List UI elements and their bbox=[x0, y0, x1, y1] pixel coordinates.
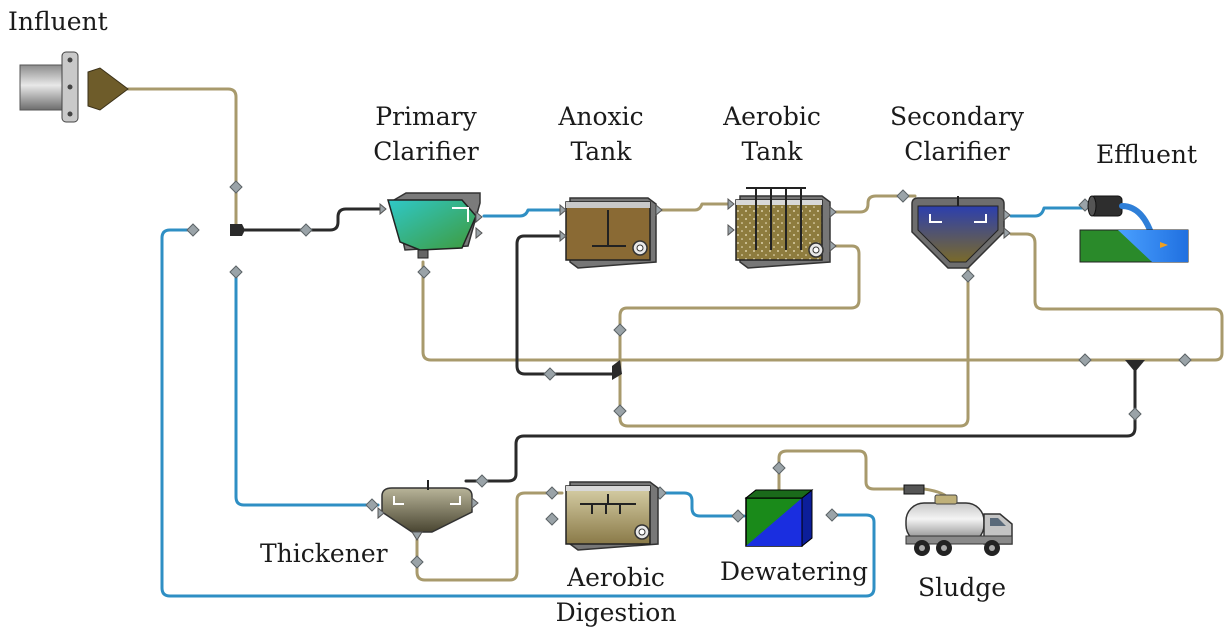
connector-node bbox=[961, 269, 975, 283]
primary-sludge-pipe bbox=[421, 232, 1224, 362]
connector-node bbox=[613, 404, 627, 418]
recycle-return-pipe bbox=[160, 228, 876, 598]
connector-node bbox=[410, 555, 424, 569]
anoxic-tank-label-line-1: Anoxic bbox=[558, 102, 644, 131]
anoxic-recycle-pipe bbox=[515, 234, 619, 376]
pipes bbox=[126, 87, 1224, 598]
secondary-clarifier-label-line-1: Secondary bbox=[889, 102, 1025, 131]
connector-node bbox=[613, 323, 627, 337]
influent-label: Influent bbox=[8, 7, 108, 36]
connector-node bbox=[417, 265, 431, 279]
primary-clarifier-label: Primary Clarifier bbox=[366, 99, 486, 169]
influent-source bbox=[19, 51, 129, 123]
thickener-label: Thickener bbox=[260, 539, 388, 568]
connector-node bbox=[545, 512, 559, 526]
aerobic-to-secondary-pipe bbox=[832, 194, 917, 214]
primary-clarifier-label-line-2: Clarifier bbox=[373, 137, 479, 166]
connector-node bbox=[731, 509, 745, 523]
anoxic-tank-unit bbox=[559, 197, 663, 269]
connector-node bbox=[825, 508, 839, 522]
secondary-clarifier-unit bbox=[911, 196, 1011, 269]
connector-node bbox=[1128, 407, 1142, 421]
primary-clarifier-unit bbox=[379, 192, 483, 259]
secondary-clarifier-label: Secondary Clarifier bbox=[884, 99, 1030, 169]
was-to-thickener-pipe bbox=[464, 364, 1137, 483]
aerobic-tank-label: Aerobic Tank bbox=[712, 99, 832, 169]
sludge-truck-unit bbox=[903, 484, 1013, 556]
connector-node bbox=[545, 486, 559, 500]
internal-recycle-pipe bbox=[618, 244, 861, 407]
sludge-label: Sludge bbox=[918, 573, 1007, 602]
aerobic-tank-label-line-2: Tank bbox=[741, 137, 803, 166]
ras-was-pipe bbox=[618, 266, 970, 428]
junctions bbox=[230, 224, 1145, 380]
aerobic-tank-unit bbox=[727, 187, 837, 269]
was-splitter-junction bbox=[1125, 360, 1145, 372]
recycle-mixer-junction bbox=[612, 360, 622, 380]
connector-nodes bbox=[186, 180, 1192, 569]
connector-node bbox=[896, 189, 910, 203]
influent-arrow-icon bbox=[87, 67, 129, 111]
connector-node bbox=[475, 474, 489, 488]
connector-node bbox=[772, 461, 786, 475]
secondary-clarifier-label-line-2: Clarifier bbox=[904, 137, 1010, 166]
connector-node bbox=[543, 367, 557, 381]
secondary-to-effluent-pipe bbox=[1009, 206, 1087, 218]
thickener-unit bbox=[377, 480, 479, 541]
dewatering-unit bbox=[744, 488, 814, 548]
influent-mixer-junction bbox=[230, 224, 245, 236]
effluent-label: Effluent bbox=[1096, 140, 1198, 169]
thickener-overflow-pipe bbox=[234, 273, 380, 507]
influent-pipe bbox=[19, 64, 67, 111]
effluent-outlet bbox=[1079, 195, 1189, 263]
anoxic-tank-label: Anoxic Tank bbox=[546, 99, 656, 169]
aerobic-tank-label-line-1: Aerobic bbox=[723, 102, 821, 131]
aerobic-digestion-label-line-2: Digestion bbox=[555, 598, 677, 627]
anoxic-tank-label-line-2: Tank bbox=[570, 137, 632, 166]
aerobic-digestion-unit bbox=[565, 481, 659, 551]
connector-node bbox=[299, 223, 313, 237]
thickener-underflow-pipe bbox=[415, 491, 564, 582]
splitter-to-primary-pipe bbox=[234, 207, 382, 232]
influent-feed-pipe bbox=[126, 87, 238, 232]
digester-to-dewatering-pipe bbox=[658, 491, 746, 518]
aerobic-digestion-label: Aerobic Digestion bbox=[550, 560, 682, 630]
connector-node bbox=[365, 498, 379, 512]
connector-node bbox=[1178, 353, 1192, 367]
primary-to-anoxic-pipe bbox=[482, 208, 562, 218]
connector-node bbox=[186, 223, 200, 237]
primary-clarifier-label-line-1: Primary bbox=[375, 102, 477, 131]
anoxic-to-aerobic-pipe bbox=[655, 202, 730, 212]
dewatering-label: Dewatering bbox=[720, 557, 869, 586]
aerobic-digestion-label-line-1: Aerobic bbox=[567, 563, 665, 592]
connector-node bbox=[1078, 353, 1092, 367]
dewatering-cake-pipe bbox=[777, 449, 907, 495]
connector-node bbox=[229, 180, 243, 194]
connector-node bbox=[229, 265, 243, 279]
